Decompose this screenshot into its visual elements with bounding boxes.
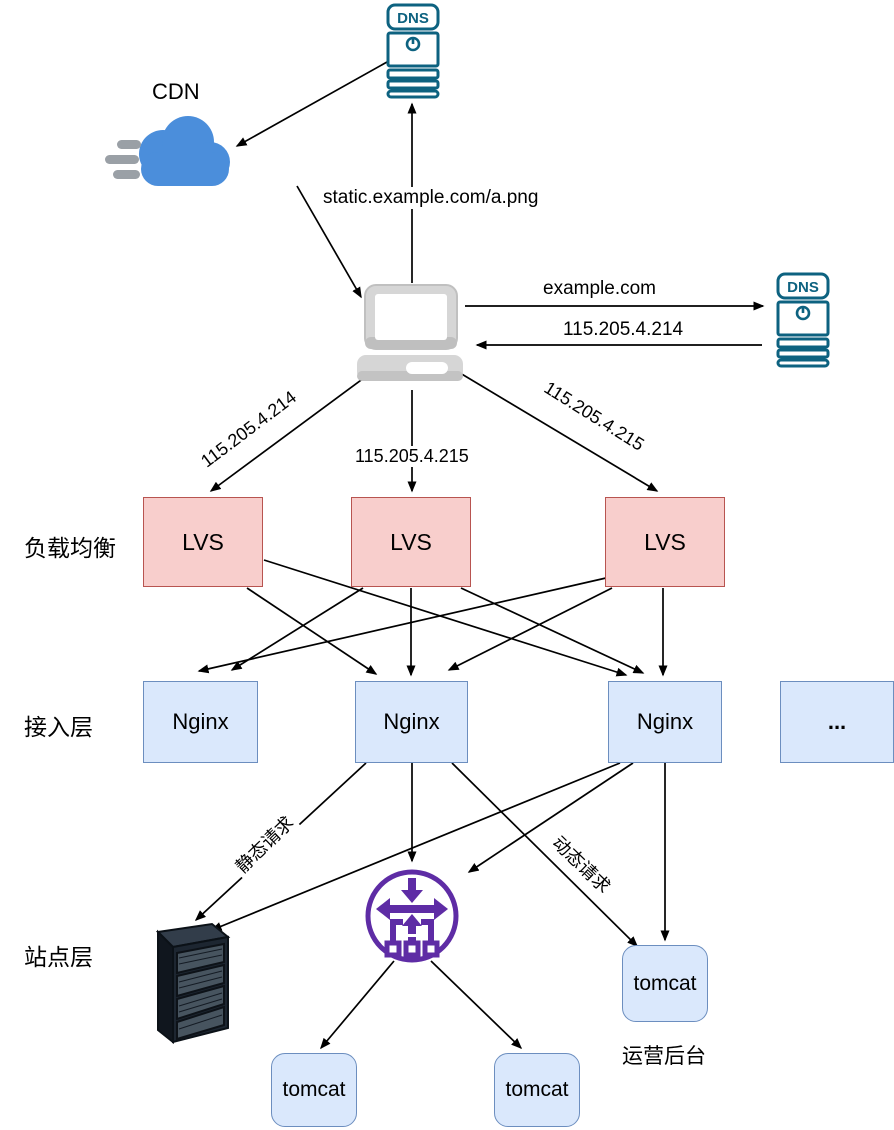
edge-dns-to-cdn (235, 61, 388, 147)
edge-cdn-to-laptop (296, 185, 362, 299)
dns-top-label: DNS (397, 10, 429, 27)
dns-server-right[interactable]: DNS (776, 272, 830, 368)
edge-lvs2-nginx1 (230, 587, 364, 671)
node-lvs3[interactable]: LVS (605, 497, 725, 587)
static-server-rack-icon[interactable] (152, 920, 240, 1044)
edge-label-resolved-ip: 115.205.4.214 (563, 319, 684, 340)
lvs2-label: LVS (390, 528, 432, 555)
edge-nginx3-rack (210, 762, 621, 931)
layer-label-access: 接入层 (24, 714, 93, 740)
layer-label-load-balance: 负载均衡 (24, 535, 116, 561)
layer-label-site: 站点层 (24, 944, 93, 970)
lvs3-label: LVS (644, 528, 686, 555)
tomcat-ops-label: tomcat (633, 971, 697, 995)
edge-nginx2-tomcat-ops (451, 762, 639, 948)
lvs1-label: LVS (182, 528, 224, 555)
node-nginx3[interactable]: Nginx (608, 681, 722, 763)
edge-label-example-domain: example.com (543, 278, 656, 299)
tomcat1-label: tomcat (282, 1078, 346, 1101)
nginx-more-label: ... (827, 709, 847, 734)
dns-badge (776, 272, 830, 300)
node-tomcat2[interactable]: tomcat (494, 1053, 580, 1127)
edge-laptop-to-lvs1 (209, 371, 373, 492)
client-laptop-icon[interactable] (356, 283, 464, 383)
laptop-screen (375, 294, 447, 340)
edge-nginx3-hub (467, 762, 634, 873)
nginx1-label: Nginx (172, 709, 229, 734)
cdn-cloud-icon[interactable] (105, 112, 235, 188)
dns-badge (386, 3, 440, 31)
nginx2-label: Nginx (383, 709, 440, 734)
edge-lvs1-nginx2 (246, 587, 378, 675)
tomcat2-label: tomcat (505, 1078, 569, 1101)
edge-label-ip-mid: 115.205.4.215 (352, 446, 472, 467)
dns-server-top[interactable]: DNS (386, 3, 440, 99)
node-nginx-more[interactable]: ... (780, 681, 894, 763)
edge-laptop-to-lvs3 (454, 369, 659, 492)
node-tomcat-ops[interactable]: tomcat (622, 945, 708, 1022)
dns-body (386, 31, 440, 68)
cdn-label: CDN (152, 79, 200, 104)
edge-hub-tomcat2 (430, 960, 523, 1050)
node-tomcat1[interactable]: tomcat (271, 1053, 357, 1127)
node-nginx1[interactable]: Nginx (143, 681, 258, 763)
node-nginx2[interactable]: Nginx (355, 681, 468, 763)
edge-label-static-url: static.example.com/a.png (320, 187, 542, 209)
edge-lvs2-nginx3 (460, 587, 645, 674)
edge-lvs3-nginx1 (197, 577, 607, 674)
dns-body (776, 300, 830, 337)
node-lvs2[interactable]: LVS (351, 497, 471, 587)
edge-lvs1-nginx3 (263, 559, 628, 677)
node-lvs1[interactable]: LVS (143, 497, 263, 587)
edge-hub-tomcat1 (320, 960, 395, 1050)
dns-right-label: DNS (787, 279, 819, 296)
load-balancer-hub-icon[interactable] (363, 867, 461, 965)
nginx3-label: Nginx (636, 709, 694, 734)
edge-lvs3-nginx2 (447, 587, 613, 671)
ops-backend-label: 运营后台 (622, 1045, 706, 1068)
